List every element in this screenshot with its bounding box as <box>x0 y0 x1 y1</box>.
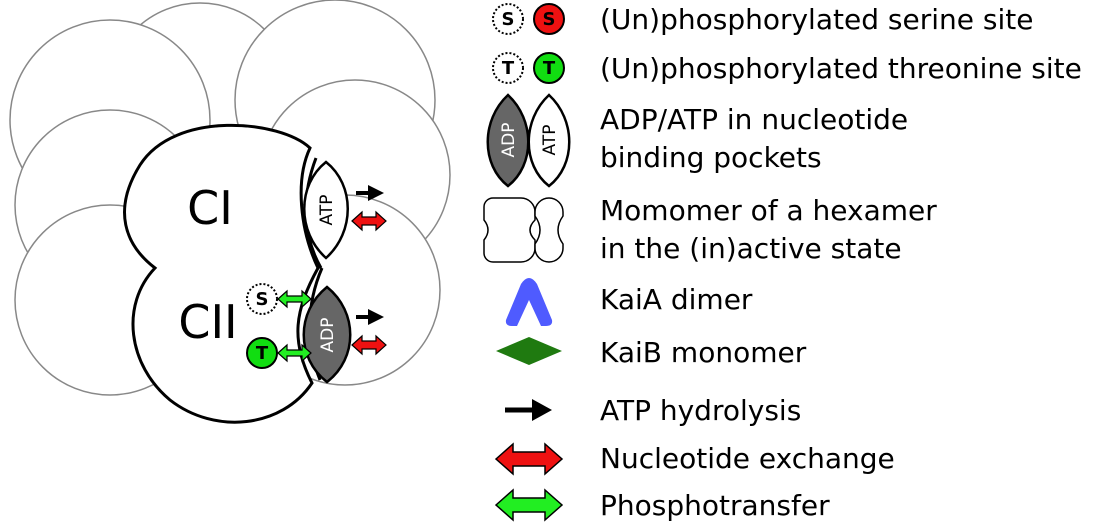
exchange-arrow-cii <box>351 334 387 356</box>
hydrolysis-arrow-icon <box>505 399 552 421</box>
exchange-arrow-icon <box>494 442 564 476</box>
legend-serine-symbols: S S <box>492 3 565 35</box>
legend-threonine-symbols: T T <box>492 52 565 84</box>
legend: S S (Un)phosphorylated serine site T T (… <box>483 3 1082 522</box>
svg-text:S: S <box>543 9 556 30</box>
svg-text:T: T <box>256 343 269 364</box>
kaic-monomer <box>123 123 324 424</box>
svg-text:ADP: ADP <box>499 123 519 158</box>
kaib-monomer-icon <box>496 337 562 365</box>
legend-phosphotransfer-label: Phosphotransfer <box>600 489 830 522</box>
svg-text:T: T <box>502 58 515 79</box>
kaia-dimer-icon <box>505 278 553 326</box>
legend-monomer-symbols <box>483 197 564 263</box>
phosphotransfer-arrow-serine <box>277 289 312 309</box>
atp-label-ci: ATP <box>317 195 337 226</box>
legend-serine-label: (Un)phosphorylated serine site <box>600 3 1033 36</box>
domain-label-ci: CI <box>187 181 233 235</box>
legend-exchange-label: Nucleotide exchange <box>600 442 895 475</box>
svg-text:S: S <box>502 9 515 30</box>
legend-nucleotide-symbols: ADP ATP <box>486 93 571 188</box>
legend-kaib-label: KaiB monomer <box>600 336 807 369</box>
legend-kaia-label: KaiA dimer <box>600 283 753 316</box>
phosphotransfer-arrow-icon <box>494 488 564 522</box>
domain-label-cii: CII <box>178 295 237 349</box>
threonine-site-phosphorylated: T <box>246 337 278 369</box>
legend-hydrolysis-label: ATP hydrolysis <box>600 394 801 427</box>
svg-text:T: T <box>543 58 556 79</box>
phosphotransfer-arrow-threonine <box>277 343 312 363</box>
legend-threonine-label: (Un)phosphorylated threonine site <box>600 52 1082 85</box>
svg-text:S: S <box>256 289 269 310</box>
svg-text:ATP: ATP <box>540 125 560 156</box>
serine-site-unphosphorylated: S <box>246 283 278 315</box>
exchange-arrow-ci <box>351 210 387 232</box>
legend-nucleotide-label-2: binding pockets <box>600 141 822 174</box>
legend-nucleotide-label-1: ADP/ATP in nucleotide <box>600 103 908 136</box>
legend-monomer-label-1: Momomer of a hexamer <box>600 194 937 227</box>
adp-pocket-cii: ADP <box>302 285 352 384</box>
legend-monomer-label-2: in the (in)active state <box>600 232 902 265</box>
atp-pocket-ci: ATP <box>303 160 349 260</box>
adp-label-cii: ADP <box>318 318 338 353</box>
